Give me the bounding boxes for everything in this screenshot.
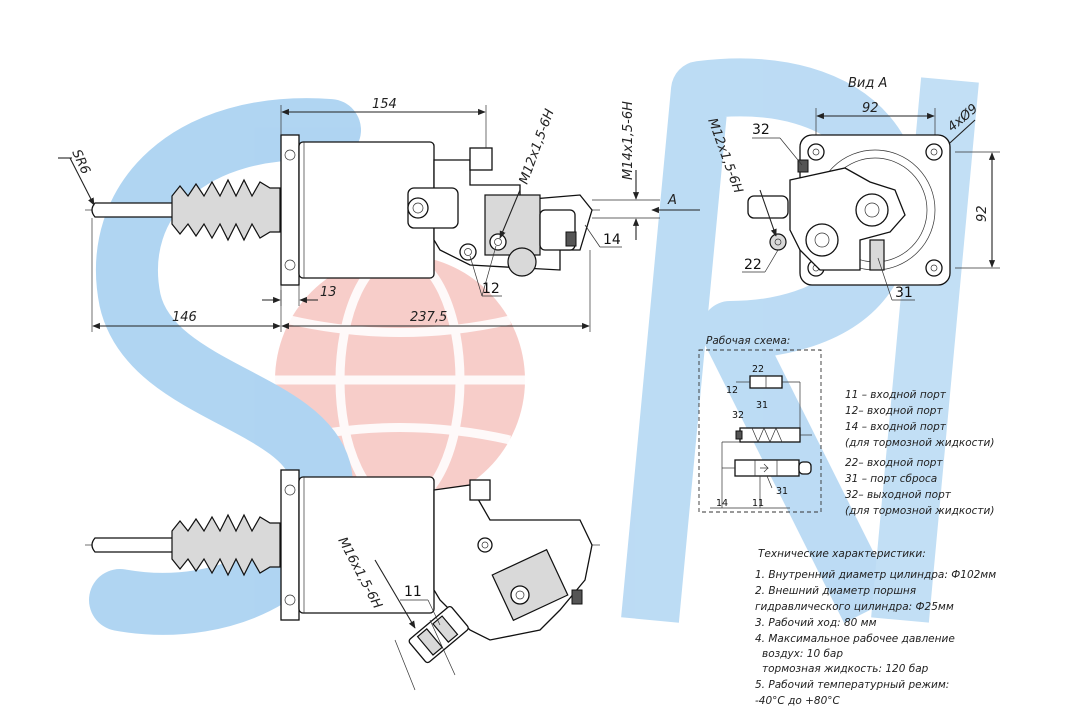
dim-92-top: 92 bbox=[862, 101, 879, 116]
push-rod bbox=[91, 202, 181, 218]
legend-line: 14 – входной порт bbox=[845, 421, 947, 433]
spec-line: 5. Рабочий температурный режим: bbox=[755, 679, 949, 691]
spec-line: воздух: 10 бар bbox=[762, 648, 843, 660]
schema-label-22: 22 bbox=[752, 364, 764, 375]
port-legend: 11 – входной порт 12– входной порт 14 – … bbox=[845, 389, 994, 517]
label-port-31: 31 bbox=[895, 285, 913, 301]
spec-line: гидравлического цилиндра: Ф25мм bbox=[755, 601, 954, 613]
legend-line: 32– выходной порт bbox=[845, 489, 952, 501]
schema-label-31a: 31 bbox=[756, 400, 768, 411]
watermark bbox=[89, 58, 979, 635]
dim-146: 146 bbox=[172, 310, 197, 325]
label-port-14: 14 bbox=[603, 232, 621, 248]
port-12-hole bbox=[489, 233, 507, 251]
schema-cylinder bbox=[739, 427, 801, 443]
label-port-11: 11 bbox=[404, 584, 422, 600]
view-a: Вид A 92 4xØ9 92 M12x1,5-6H bbox=[704, 76, 1000, 301]
dim-m12: M12x1,5-6H bbox=[517, 107, 558, 186]
label-port-22: 22 bbox=[744, 257, 762, 273]
label-port-32: 32 bbox=[752, 122, 770, 138]
dim-m14: M14x1,5-6H bbox=[621, 101, 636, 180]
legend-line: 31 – порт сброса bbox=[845, 473, 937, 485]
legend-line: 11 – входной порт bbox=[845, 389, 947, 401]
spec-line: 2. Внешний диаметр поршня bbox=[755, 585, 916, 597]
rubber-boot bbox=[171, 178, 281, 242]
spec-line: -40°C до +80°C bbox=[755, 695, 840, 707]
mounting-flange bbox=[280, 134, 300, 286]
legend-line: 22– входной порт bbox=[845, 457, 943, 469]
rubber-boot-bottom bbox=[171, 513, 281, 577]
spec-line: 1. Внутренний диаметр цилиндра: Ф102мм bbox=[755, 569, 996, 581]
working-schema: Рабочая схема: 22 12 31 32 31 14 11 bbox=[698, 335, 822, 513]
port-11-nut bbox=[507, 247, 537, 277]
dim-154: 154 bbox=[372, 97, 397, 112]
spec-line: 4. Максимальное рабочее давление bbox=[755, 633, 955, 645]
schema-label-12: 12 bbox=[726, 385, 738, 396]
schema-label-14: 14 bbox=[716, 498, 728, 509]
schema-label-11: 11 bbox=[752, 498, 764, 509]
port-11-fitting bbox=[408, 605, 469, 664]
specs-title: Технические характеристики: bbox=[758, 548, 926, 560]
watermark-letter-s bbox=[89, 98, 361, 635]
tech-specs: Технические характеристики: 1. Внутренни… bbox=[755, 548, 996, 707]
bottom-view: M16x1,5-6H 11 bbox=[85, 469, 600, 691]
schema-label-32: 32 bbox=[732, 410, 744, 421]
dim-92-side: 92 bbox=[975, 205, 990, 222]
legend-line: (для тормозной жидкости) bbox=[845, 505, 994, 517]
spec-line: 3. Рабочий ход: 80 мм bbox=[755, 617, 877, 629]
dim-237-5: 237,5 bbox=[410, 310, 447, 325]
schema-label-31b: 31 bbox=[776, 486, 788, 497]
schema-title: Рабочая схема: bbox=[706, 335, 790, 347]
view-a-title: Вид A bbox=[848, 76, 887, 91]
port-32-fitting bbox=[469, 147, 493, 171]
spec-line: тормозная жидкость: 120 бар bbox=[762, 663, 929, 675]
label-port-12: 12 bbox=[482, 281, 500, 297]
view-arrow-a: A bbox=[667, 193, 677, 208]
top-view: 154 SR6 M12x1,5-6H M14x1,5-6H A 14 12 13 bbox=[58, 97, 700, 332]
dim-13: 13 bbox=[320, 285, 337, 300]
legend-line: 12– входной порт bbox=[845, 405, 943, 417]
legend-line: (для тормозной жидкости) bbox=[845, 437, 994, 449]
